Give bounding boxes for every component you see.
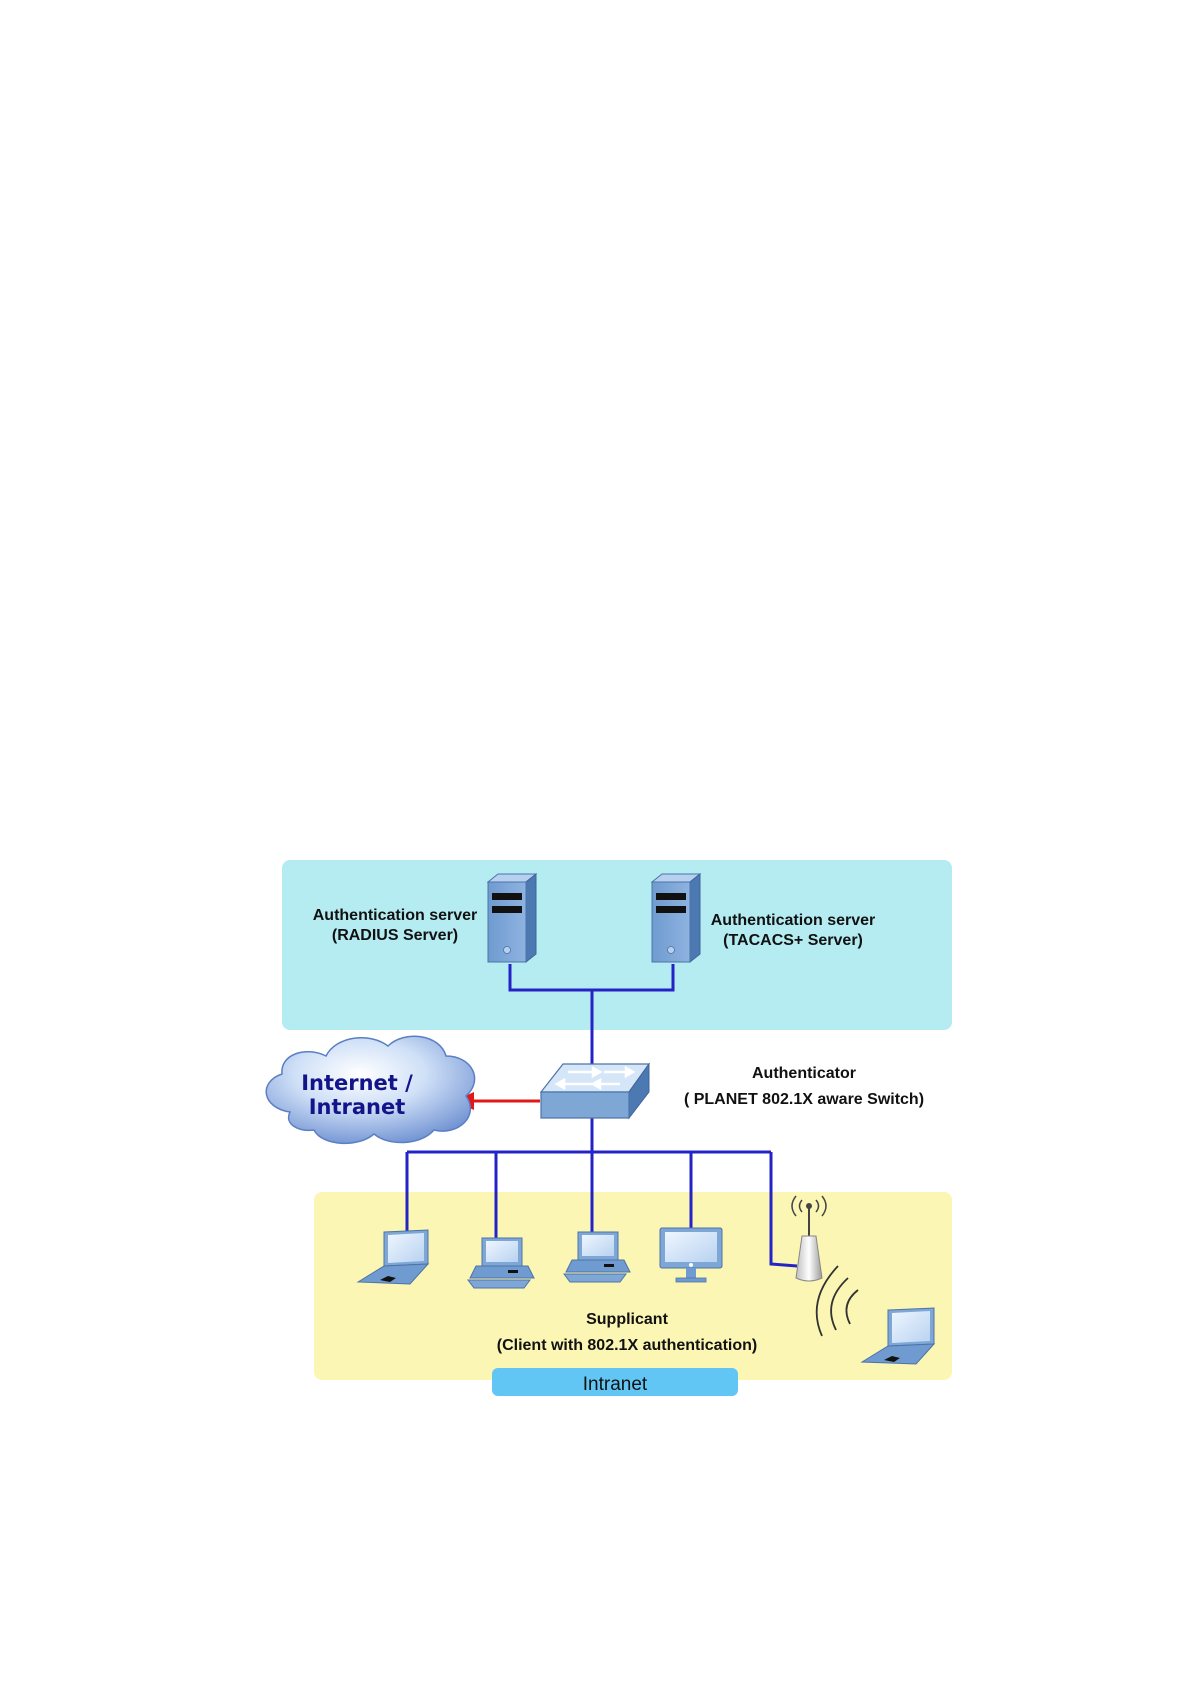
switch-icon [541,1064,649,1118]
authenticator-label-line2: ( PLANET 802.1X aware Switch) [684,1091,924,1108]
supplicant-label-line1: Supplicant [586,1311,668,1328]
authenticator-label-line1: Authenticator [752,1065,856,1082]
radius-server-label-line1: Authentication server [313,907,477,924]
tacacs-server-icon [652,874,700,962]
tacacs-server-label-line1: Authentication server [711,912,875,929]
cloud-label-line2: Intranet [309,1095,406,1119]
radius-server-icon [488,874,536,962]
tacacs-server-label-line2: (TACACS+ Server) [723,932,863,949]
cloud-label-line1: Internet / [301,1071,413,1095]
radius-server-label-line2: (RADIUS Server) [332,927,458,944]
intranet-band-label: Intranet [583,1374,648,1395]
supplicant-label-line2: (Client with 802.1X authentication) [497,1337,757,1354]
